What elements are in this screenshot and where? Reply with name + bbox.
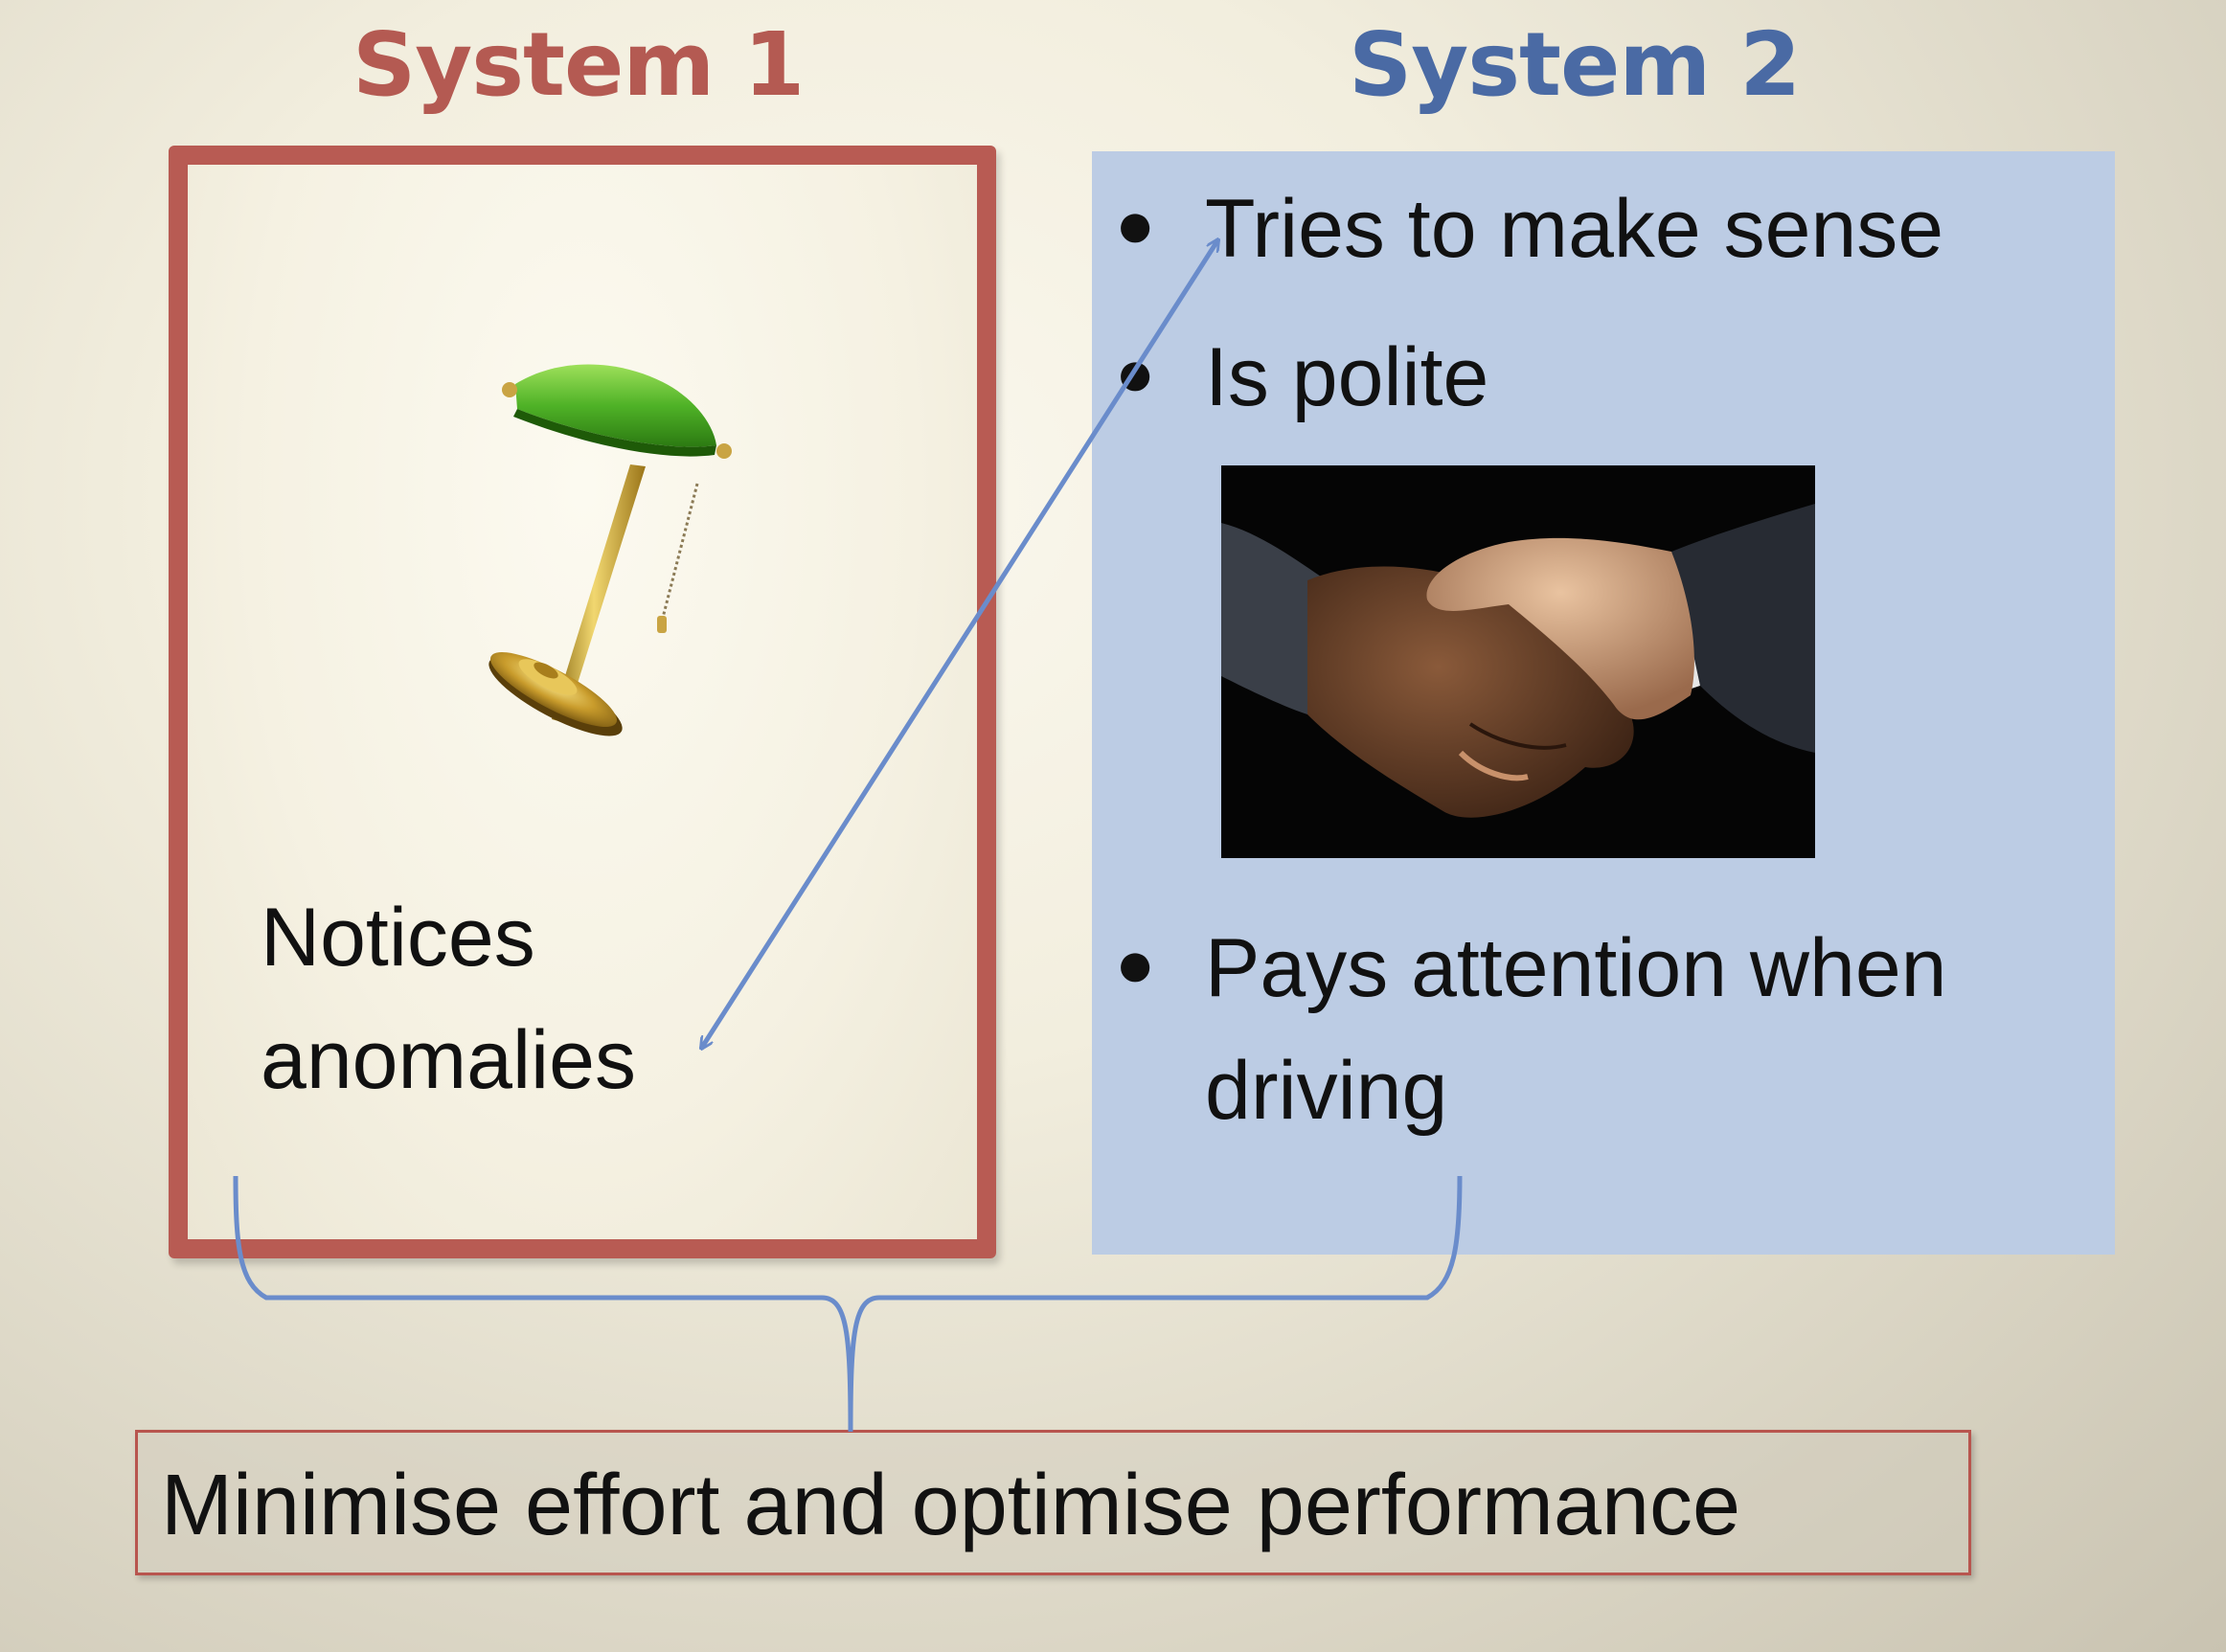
system2-title: System 2 bbox=[1349, 13, 1801, 116]
bullet-dot: ● bbox=[1115, 926, 1156, 1001]
system2-bullet-1: Tries to make sense bbox=[1205, 183, 1944, 275]
system1-title: System 1 bbox=[352, 13, 805, 116]
handshake-image bbox=[1221, 465, 1815, 858]
system1-text: Notices anomalies bbox=[261, 892, 636, 1106]
system2-bullet-3: Pays attention when driving bbox=[1205, 922, 1947, 1137]
bullet-dot: ● bbox=[1115, 335, 1156, 410]
system2-bullet-2: Is polite bbox=[1205, 331, 1489, 423]
summary-text: Minimise effort and optimise performance bbox=[161, 1458, 1741, 1553]
desk-lamp-image bbox=[488, 364, 732, 736]
bullet-dot: ● bbox=[1115, 187, 1156, 261]
summary-box bbox=[135, 1430, 1971, 1575]
